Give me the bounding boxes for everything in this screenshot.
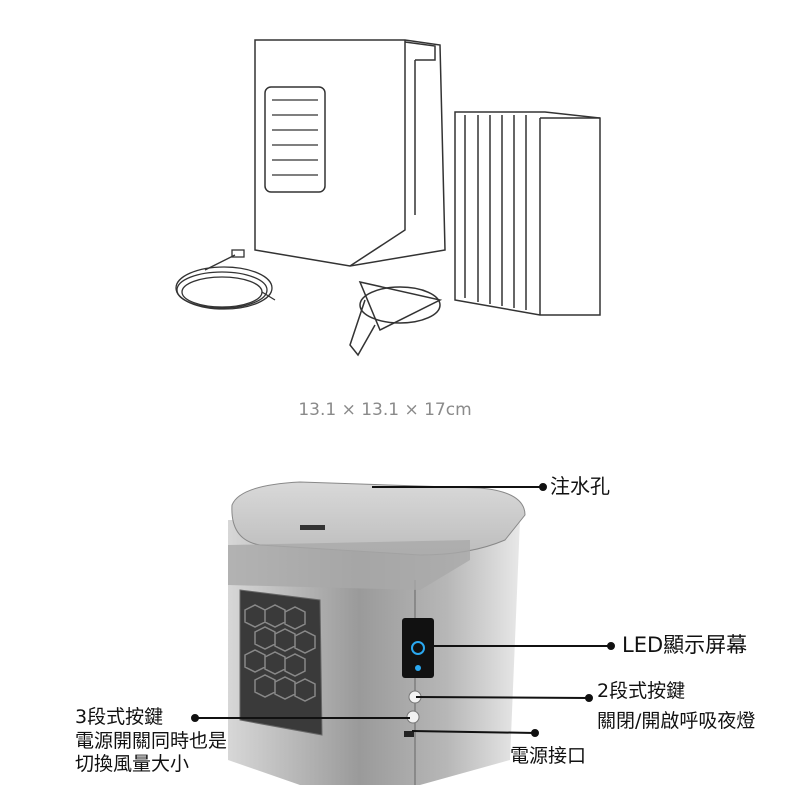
led-display-label: LED顯示屏幕 (622, 633, 748, 657)
filter-drawing (454, 111, 601, 316)
two-stage-button-desc: 關閉/開啟呼吸夜燈 (597, 710, 756, 732)
power-port-label: 電源接口 (510, 745, 587, 767)
cooler-photo (228, 481, 526, 785)
dimensions-label: 13.1 × 13.1 × 17cm (298, 400, 472, 420)
callout-lines (191, 483, 615, 737)
funnel-drawing (349, 280, 443, 357)
led-screen (402, 618, 434, 678)
three-stage-button-label: 3段式按鍵 (75, 706, 164, 728)
water-inlet-label: 注水孔 (550, 474, 610, 498)
three-stage-desc-line2: 切換風量大小 (75, 753, 190, 775)
hex-vent (239, 589, 323, 736)
power-port (404, 731, 414, 737)
cooler-outline-drawing (254, 39, 446, 267)
three-stage-desc-line1: 電源開關同時也是 (75, 730, 228, 752)
two-stage-button-label: 2段式按鍵 (597, 680, 686, 702)
usb-cable-drawing (175, 249, 276, 310)
